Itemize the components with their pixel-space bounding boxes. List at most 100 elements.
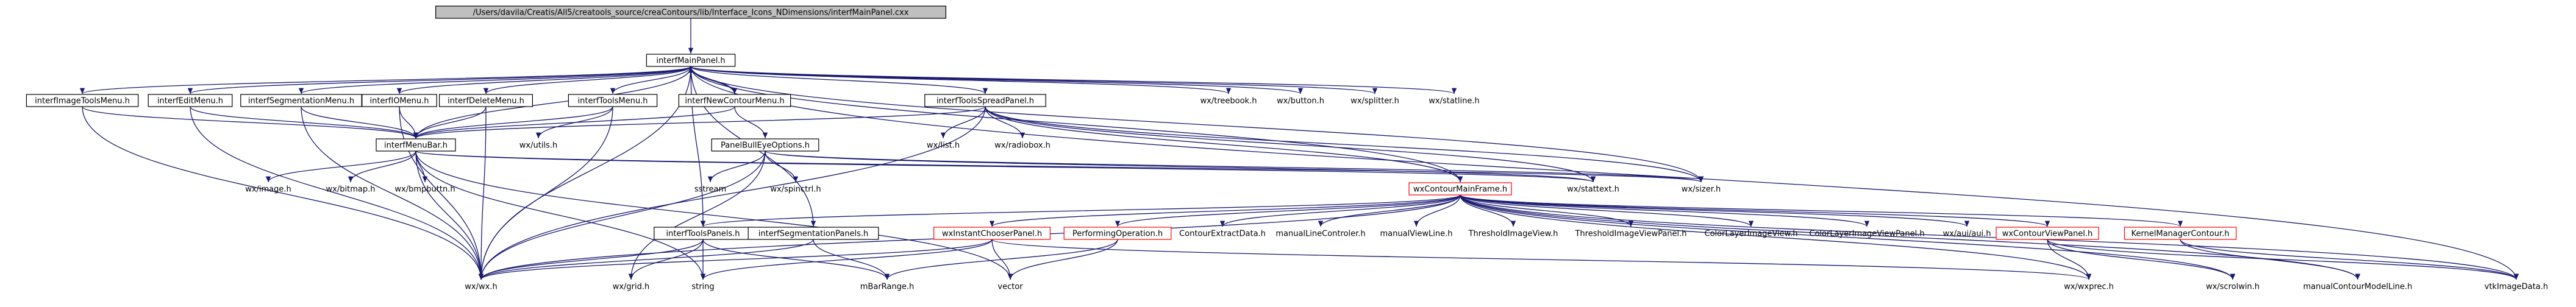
node-wx_sizer_h: wx/sizer.h — [1682, 185, 1721, 194]
edge-interfMenuBar_h-to-wx_sizer_h — [415, 150, 1704, 183]
edge-wxContourMainFrame_h-to-vtkImageData_h — [1460, 194, 2519, 280]
node-interfMenuBar_h[interactable]: interfMenuBar.h — [376, 138, 456, 152]
edge-wxContourMainFrame_h-to-wx_wxprec_h — [1460, 194, 2092, 280]
node-box — [747, 227, 879, 240]
node-label: interfImageToolsMenu.h — [35, 97, 130, 106]
node-interfDeleteMenu_h[interactable]: interfDeleteMenu.h — [438, 94, 533, 107]
node-label: wx/bitmap.h — [326, 185, 376, 194]
node-label: manualContourModelLine.h — [2303, 283, 2412, 292]
node-wx_scrolwin_h: wx/scrolwin.h — [2206, 283, 2260, 292]
node-label: wx/wx.h — [465, 283, 497, 292]
node-box — [26, 94, 139, 107]
node-label: wx/grid.h — [613, 283, 650, 292]
node-wx_treebook_h: wx/treebook.h — [1201, 97, 1257, 106]
node-vector: vector — [997, 283, 1023, 292]
node-interfToolsSpreadPanel_h[interactable]: interfToolsSpreadPanel.h — [924, 94, 1046, 107]
edge-interfImageToolsMenu_h-to-wx_wx_h — [82, 106, 484, 280]
node-ThresholdImageViewPanel_h: ThresholdImageViewPanel.h — [1574, 230, 1686, 239]
node-label: wx/wxprec.h — [2064, 283, 2114, 292]
edge-interfMainPanel_h-to-wxContourMainFrame_h — [690, 66, 1463, 183]
node-ColorLayerImageViewPanel_h: ColorLayerImageViewPanel.h — [1809, 230, 1924, 239]
node-PerformingOperation_h[interactable]: PerformingOperation.h — [1063, 227, 1172, 240]
node-interfMainPanel_h[interactable]: interfMainPanel.h — [646, 54, 736, 67]
node-label: interfIOMenu.h — [370, 97, 429, 106]
node-wx_wx_h: wx/wx.h — [465, 283, 497, 292]
node-label: interfEditMenu.h — [157, 97, 223, 106]
edge-wxContourViewPanel_h-to-wx_scrolwin_h — [2047, 239, 2236, 280]
node-wx_statline_h: wx/statline.h — [1429, 97, 1479, 106]
node-interfNewContourMenu_h[interactable]: interfNewContourMenu.h — [678, 94, 791, 107]
node-label: ColorLayerImageView.h — [1705, 230, 1798, 239]
edge-interfMainPanel_h-to-wx_sizer_h — [690, 66, 1704, 183]
node-interfEditMenu_h[interactable]: interfEditMenu.h — [148, 94, 233, 107]
node-PanelBullEyeOptions_h[interactable]: PanelBullEyeOptions.h — [711, 138, 819, 152]
node-label: manualViewLine.h — [1380, 230, 1453, 239]
node-wx_bmpbuttn_h: wx/bmpbuttn.h — [394, 185, 455, 194]
node-manualContourModelLine_h: manualContourModelLine.h — [2303, 283, 2412, 292]
edge-interfToolsPanels_h-to-mBarRange_h — [702, 239, 890, 280]
node-root[interactable]: /Users/davila/Creatis/All5/creatools_sou… — [435, 5, 946, 19]
node-box — [568, 94, 658, 107]
node-ContourExtractData_h: ContourExtractData.h — [1179, 230, 1266, 239]
edge-PanelBullEyeOptions_h-to-sstream — [707, 150, 766, 183]
node-wx_stattext_h: wx/stattext.h — [1567, 185, 1619, 194]
edge-interfMainPanel_h-to-interfToolsMenu_h — [610, 66, 691, 94]
node-interfSegmentationMenu_h[interactable]: interfSegmentationMenu.h — [240, 94, 362, 107]
edge-interfSegmentationMenu_h-to-wx_wx_h — [301, 106, 484, 280]
edge-wxInstantChooserPanel_h-to-wx_wxprec_h — [991, 239, 2091, 280]
node-label: interfMainPanel.h — [656, 57, 725, 66]
node-label: wxContourViewPanel.h — [2002, 230, 2093, 239]
node-interfSegmentationPanels_h[interactable]: interfSegmentationPanels.h — [747, 227, 879, 240]
node-interfImageToolsMenu_h[interactable]: interfImageToolsMenu.h — [26, 94, 139, 107]
node-box — [1996, 227, 2099, 240]
node-interfIOMenu_h[interactable]: interfIOMenu.h — [362, 94, 437, 107]
edge-interfIOMenu_h-to-wx_wx_h — [399, 106, 484, 280]
edge-interfEditMenu_h-to-interfMenuBar_h — [190, 106, 419, 139]
node-box — [646, 54, 736, 67]
edge-interfMainPanel_h-to-interfEditMenu_h — [188, 66, 691, 94]
edge-interfMainPanel_h-to-interfIOMenu_h — [397, 66, 691, 94]
node-label: /Users/davila/Creatis/All5/creatools_sou… — [473, 9, 909, 18]
node-box — [362, 94, 437, 107]
node-label: mBarRange.h — [860, 283, 914, 292]
node-wx_wxprec_h: wx/wxprec.h — [2064, 283, 2114, 292]
edge-interfMenuBar_h-to-wx_bitmap_h — [348, 150, 416, 183]
node-wxContourMainFrame_h[interactable]: wxContourMainFrame.h — [1408, 182, 1512, 196]
edge-PerformingOperation_h-to-vector — [1007, 239, 1118, 280]
node-label: vector — [997, 283, 1023, 292]
node-label: interfSegmentationMenu.h — [248, 97, 354, 106]
edge-interfDeleteMenu_h-to-wx_wx_h — [478, 106, 487, 280]
node-label: interfToolsPanels.h — [666, 230, 740, 239]
edge-PerformingOperation_h-to-mBarRange_h — [884, 239, 1118, 280]
edge-PanelBullEyeOptions_h-to-wx_spinctrl_h — [765, 150, 799, 183]
node-manualViewLine_h: manualViewLine.h — [1380, 230, 1453, 239]
node-interfToolsMenu_h[interactable]: interfToolsMenu.h — [568, 94, 658, 107]
node-wxInstantChooserPanel_h[interactable]: wxInstantChooserPanel.h — [933, 227, 1051, 240]
edge-interfSegmentationPanels_h-to-wx_wx_h — [478, 239, 814, 280]
node-wx_button_h: wx/button.h — [1277, 97, 1324, 106]
node-wxContourViewPanel_h[interactable]: wxContourViewPanel.h — [1996, 227, 2099, 240]
edge-wxContourMainFrame_h-to-ContourExtractData_h — [1219, 194, 1461, 227]
node-string: string — [691, 283, 714, 292]
edge-wxContourMainFrame_h-to-KernelManagerContour_h — [1460, 194, 2183, 227]
node-KernelManagerContour_h[interactable]: KernelManagerContour.h — [2124, 227, 2237, 240]
node-mBarRange_h: mBarRange.h — [860, 283, 914, 292]
node-wx_radiobox_h: wx/radiobox.h — [994, 141, 1051, 150]
edge-interfMainPanel_h-to-interfToolsPanels_h — [690, 66, 706, 227]
node-label: ThresholdImageView.h — [1468, 230, 1558, 239]
node-label: wx/sizer.h — [1682, 185, 1721, 194]
edge-wxInstantChooserPanel_h-to-string — [700, 239, 993, 280]
edge-wxContourMainFrame_h-to-wx_aui_aui_h — [1460, 194, 1969, 227]
node-label: wx/treebook.h — [1201, 97, 1257, 106]
node-box — [240, 94, 362, 107]
edge-interfImageToolsMenu_h-to-interfMenuBar_h — [82, 106, 418, 139]
edge-interfMainPanel_h-to-wx_treebook_h — [690, 66, 1231, 94]
node-label: wx/stattext.h — [1567, 185, 1619, 194]
edge-KernelManagerContour_h-to-manualContourModelLine_h — [2180, 239, 2361, 280]
node-interfToolsPanels_h[interactable]: interfToolsPanels.h — [654, 227, 752, 240]
node-ColorLayerImageView_h: ColorLayerImageView.h — [1705, 230, 1798, 239]
node-box — [2124, 227, 2237, 240]
node-box — [711, 138, 819, 152]
edge-interfToolsSpreadPanel_h-to-wxContourMainFrame_h — [985, 106, 1463, 183]
node-label: interfNewContourMenu.h — [685, 97, 784, 106]
